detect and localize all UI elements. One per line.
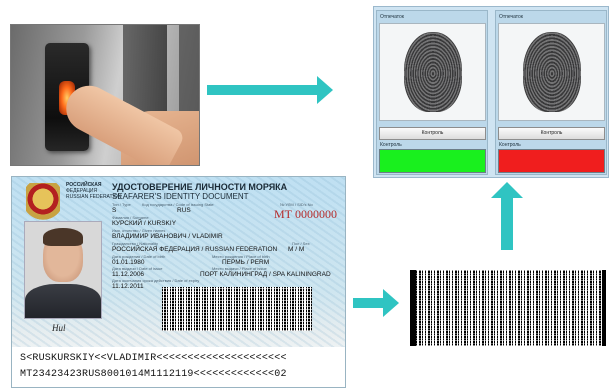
document-number: МТ 0000000: [274, 207, 337, 221]
barcode-stop-pattern: [602, 270, 606, 346]
type-value: S: [112, 207, 117, 214]
status-label: Контроль: [499, 142, 521, 148]
barcode-enlarged-texture: [416, 270, 602, 346]
nationality-value: РОССИЙСКАЯ ФЕДЕРАЦИЯ / RUSSIAN FEDERATIO…: [112, 246, 278, 253]
fingerprint-icon: [523, 32, 581, 112]
pob-label: Место рождения / Place of birth: [212, 254, 270, 259]
expiry-value: 11.12.2011: [112, 283, 144, 290]
status-indicator-green: [379, 149, 486, 173]
surname-value: КУРСКИЙ / KURSKIY: [112, 220, 177, 227]
sex-label: Пол / Sex: [292, 241, 310, 246]
state-label: Код государства / Code of issuing State: [142, 202, 214, 207]
check-button[interactable]: Контроль: [498, 127, 605, 140]
issuer-en: RUSSIAN FEDERATION: [66, 194, 122, 200]
expiry-label: Дата окончания срока действия / Date of …: [112, 278, 200, 283]
mrz-zone: S<RUSKURSKIY<<VLADIMIR<<<<<<<<<<<<<<<<<<…: [12, 347, 345, 387]
coat-of-arms-icon: [26, 183, 60, 223]
issue-date-value: 11.12.2006: [112, 271, 145, 278]
place-of-issue-value: ПОРТ КАЛИНИНГРАД / SPA KALININGRAD: [200, 271, 331, 278]
arrow-up-icon: [491, 182, 523, 250]
fingerprint-panel-right: Отпечаток Контроль Контроль: [495, 10, 607, 175]
fingerprint-image-box: [498, 23, 605, 121]
type-label: Тип / Type: [112, 202, 131, 207]
sex-value: M / M: [288, 246, 305, 253]
barcode-start-pattern: [410, 270, 416, 346]
check-button[interactable]: Контроль: [379, 127, 486, 140]
pob-value: ПЕРМЬ / PERM: [222, 259, 270, 266]
fingerprint-icon: [404, 32, 462, 112]
fingerprint-scanner-photo: [10, 24, 200, 166]
issuer-ru-1: РОССИЙСКАЯ: [66, 182, 102, 188]
status-label: Контроль: [380, 142, 402, 148]
fingerprint-comparison-window: Отпечаток Контроль Контроль Отпечаток Ко…: [373, 6, 609, 178]
status-indicator-red: [498, 149, 605, 173]
dob-value: 01.01.1980: [112, 259, 145, 266]
surname-label: Фамилия / Surname: [112, 215, 149, 220]
fingerprint-image-box: [379, 23, 486, 121]
seafarer-id-document: РОССИЙСКАЯ ФЕДЕРАЦИЯ RUSSIAN FEDERATION …: [11, 176, 346, 388]
photo-shoulders: [25, 284, 101, 318]
given-names-value: ВЛАДИМИР ИВАНОВИЧ / VLADIMIR: [112, 233, 223, 240]
state-value: RUS: [177, 207, 191, 214]
issue-date-label: Дата выдачи / Date of issue: [112, 266, 163, 271]
photo-hair: [43, 228, 83, 246]
panel-label: Отпечаток: [499, 14, 523, 20]
mrz-line-1: S<RUSKURSKIY<<VLADIMIR<<<<<<<<<<<<<<<<<<…: [20, 353, 287, 364]
arrow-right-icon: [353, 289, 399, 317]
place-of-issue-label: Место выдачи / Place of issue: [212, 266, 267, 271]
document-title-en: SEAFARER'S IDENTITY DOCUMENT: [112, 192, 249, 201]
mrz-line-2: MT23423423RUS8001014M1112119<<<<<<<<<<<<…: [20, 369, 287, 380]
issuer-ru-2: ФЕДЕРАЦИЯ: [66, 188, 98, 194]
document-title-ru: УДОСТОВЕРЕНИЕ ЛИЧНОСТИ МОРЯКА: [112, 182, 288, 192]
given-names-label: Имя, отчество / Given names: [112, 228, 166, 233]
number-label: № УЛМ / SID's No: [280, 202, 313, 207]
holder-photo: [24, 221, 102, 319]
panel-label: Отпечаток: [380, 14, 404, 20]
dob-label: Дата рождения / Date of birth: [112, 254, 166, 259]
arrow-right-icon: [207, 76, 333, 104]
nationality-label: Гражданство / Nationality: [112, 241, 158, 246]
holder-signature: Hul: [52, 323, 66, 333]
fingerprint-panel-left: Отпечаток Контроль Контроль: [376, 10, 488, 175]
barcode-texture: [162, 287, 312, 331]
